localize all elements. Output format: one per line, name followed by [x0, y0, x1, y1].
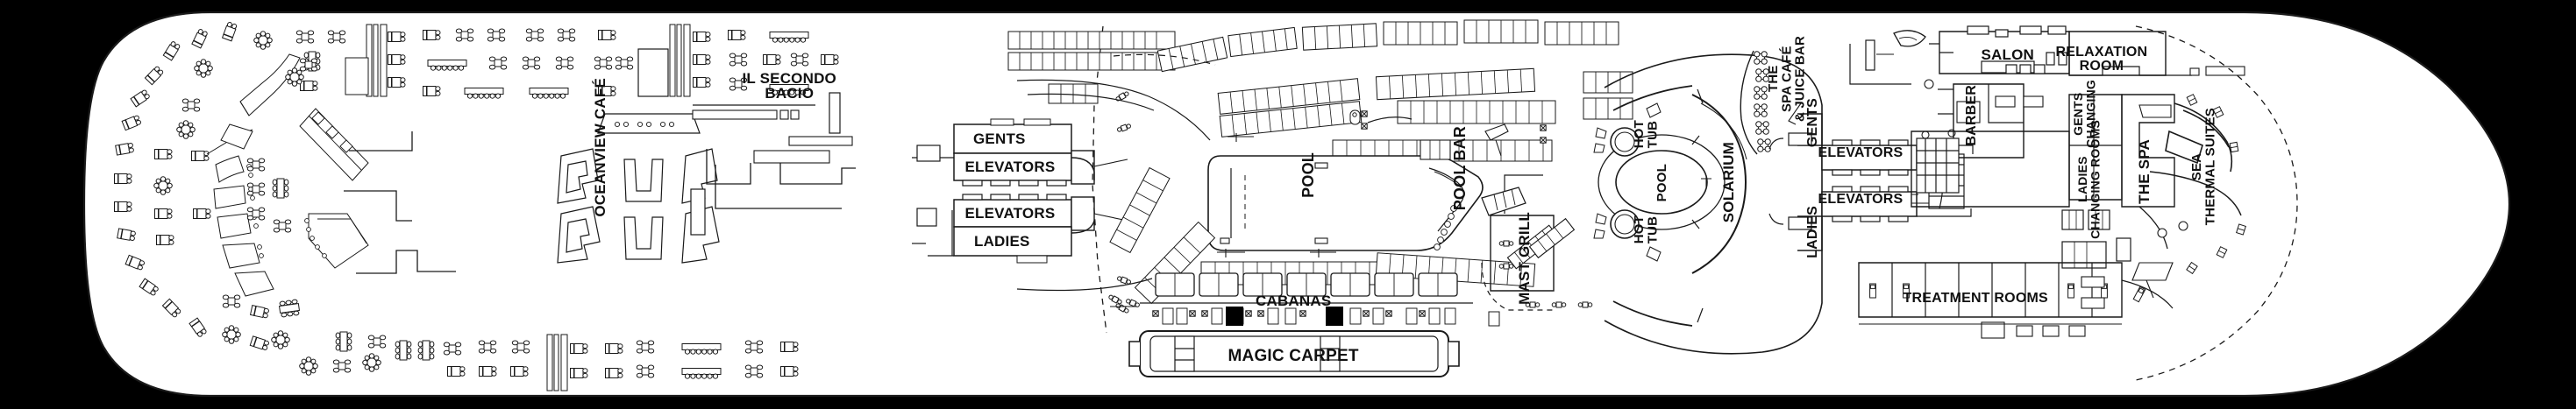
il-secondo-bacio-zone	[690, 92, 856, 236]
spa-complex	[1911, 25, 2298, 381]
midship-elevator-bank-left	[912, 25, 1132, 334]
upper-right-details	[1849, 30, 1934, 89]
mast-grill-zone	[1481, 174, 1593, 327]
aft-dining-tables	[253, 24, 839, 391]
main-pool	[1207, 133, 1484, 257]
deck-contents	[114, 19, 2298, 391]
treatment-rooms-zone	[1858, 262, 2174, 339]
pool-deck-loungers-upper	[1007, 19, 1633, 162]
pool-bar-zone	[1367, 116, 1509, 160]
deck-edge-rails	[1016, 53, 1216, 292]
magic-carpet-platform	[1128, 330, 1460, 377]
cabanas-row	[1107, 272, 1473, 326]
oceanview-cafe-seating	[114, 21, 456, 351]
spa-cafe-bubble-wall	[1740, 50, 1802, 155]
